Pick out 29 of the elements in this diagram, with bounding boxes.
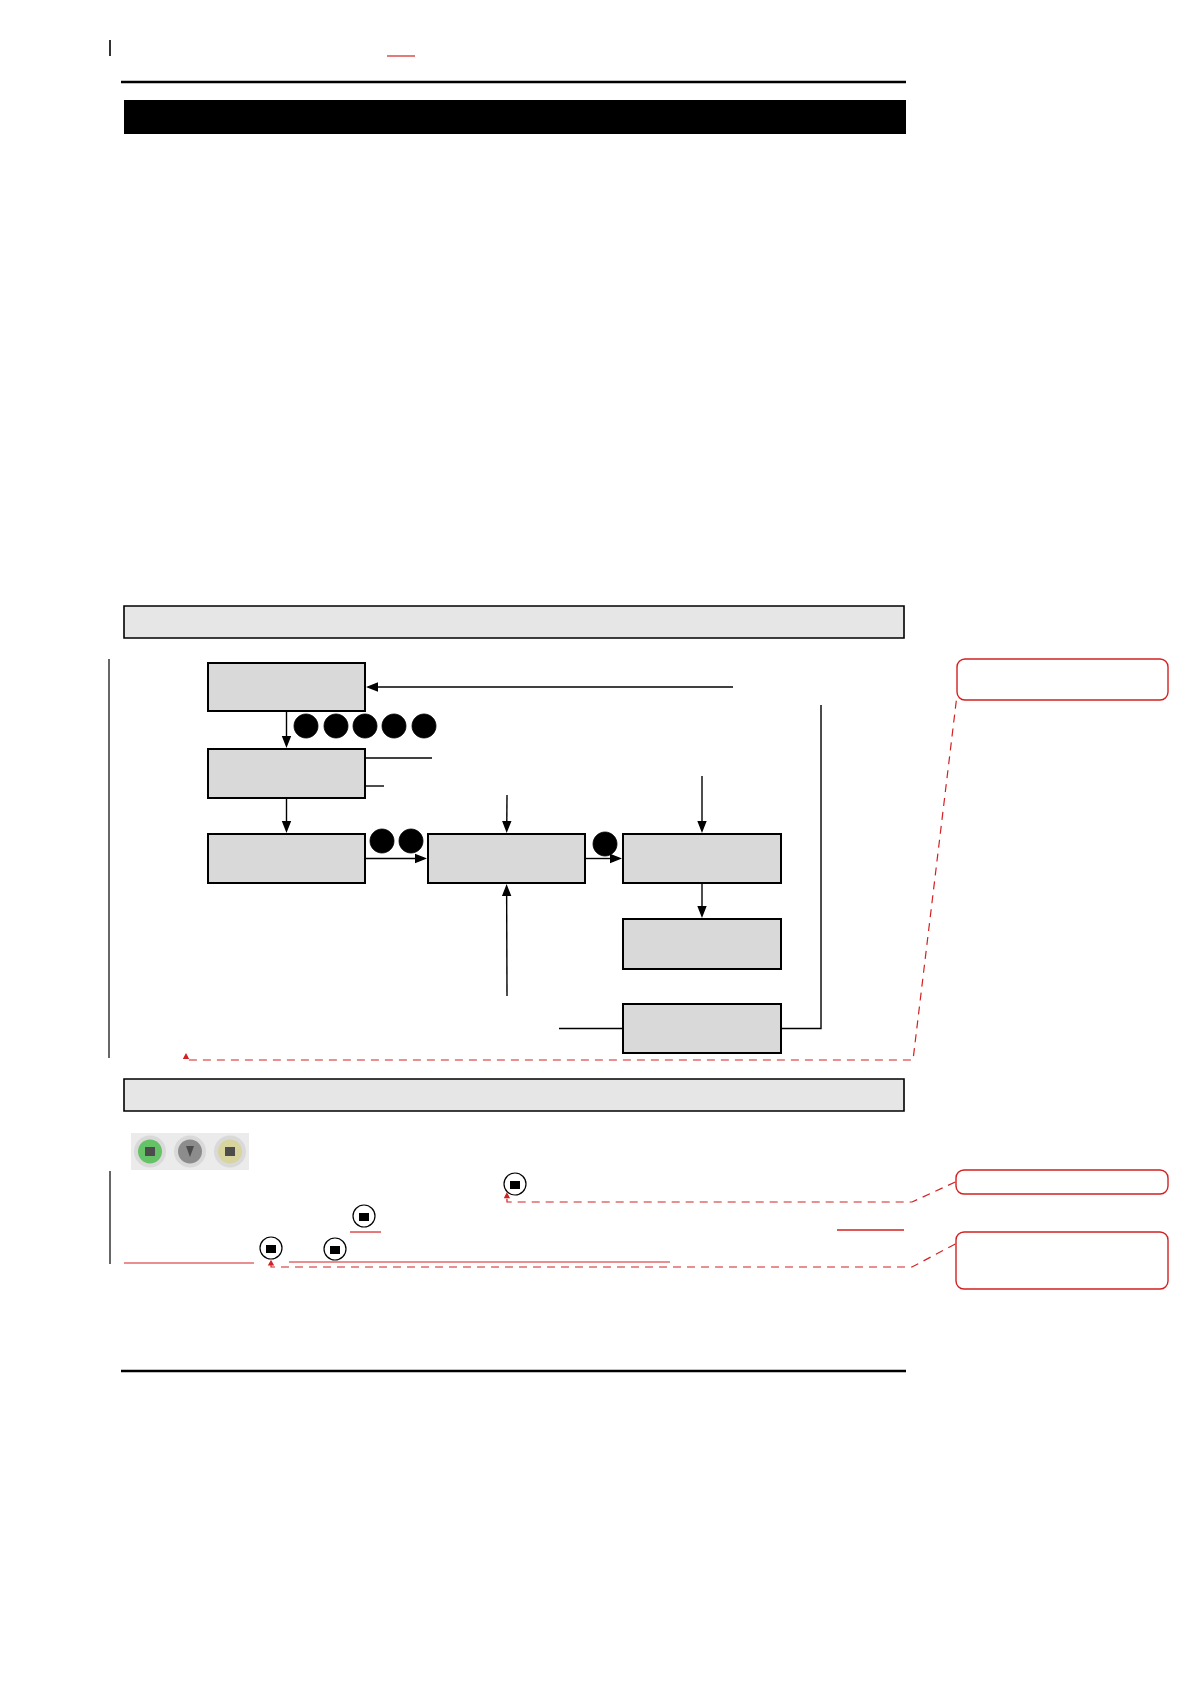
process-box xyxy=(622,918,782,970)
process-box xyxy=(207,662,366,712)
step-marker xyxy=(369,828,395,854)
process-box xyxy=(427,833,586,884)
section-bar xyxy=(123,605,905,639)
step-marker xyxy=(411,713,437,739)
process-box xyxy=(207,748,366,799)
comment-balloon xyxy=(955,1169,1169,1195)
process-box xyxy=(207,833,366,884)
leader-line xyxy=(267,1243,956,1268)
section-bar xyxy=(123,1078,905,1112)
step-marker xyxy=(293,713,319,739)
comment-balloon xyxy=(956,658,1169,701)
circle-icon xyxy=(259,1236,283,1260)
step-marker xyxy=(381,713,407,739)
process-box xyxy=(622,833,782,884)
step-marker xyxy=(352,713,378,739)
step-marker xyxy=(592,831,618,857)
leader-line xyxy=(503,1181,956,1203)
comment-balloon xyxy=(955,1231,1169,1290)
step-marker xyxy=(398,828,424,854)
connector-line xyxy=(365,757,433,759)
connector-line xyxy=(365,785,385,787)
connector-line xyxy=(781,704,822,1030)
leader-line xyxy=(182,700,957,1061)
process-box xyxy=(622,1003,782,1054)
step-marker xyxy=(323,713,349,739)
connector-line xyxy=(558,1027,623,1030)
circle-icon xyxy=(503,1172,527,1196)
